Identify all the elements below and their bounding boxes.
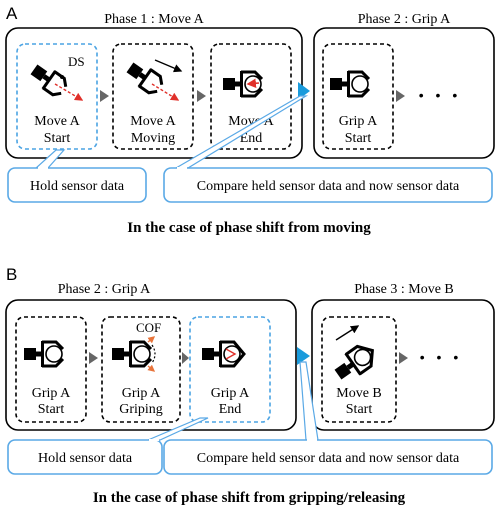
caption-a: In the case of phase shift from moving (127, 220, 371, 236)
step-label: Start (44, 131, 71, 146)
step-move-b-start-box (321, 316, 397, 423)
step-label: Start (38, 402, 65, 417)
chevron-right-icon (89, 352, 98, 364)
callout-hold-text: Hold sensor data (30, 179, 125, 194)
gripper-with-object-icon (112, 336, 156, 372)
step-label: Grip A (211, 386, 250, 401)
step-label: Grip A (122, 386, 161, 401)
step-label: Start (345, 131, 372, 146)
step-move-a-moving-box (112, 43, 194, 150)
callout-pointer (147, 417, 209, 441)
step-label: Start (346, 402, 373, 417)
step-label: Moving (131, 131, 175, 146)
ds-label: DS (68, 54, 85, 69)
ellipsis: • • • (420, 349, 462, 365)
phase-2-title: Phase 2 : Grip A (58, 282, 151, 297)
step-label: End (219, 402, 242, 417)
gripper-with-object-icon (330, 70, 371, 98)
panel-b: B Phase 2 : Grip A Phase 3 : Move B (5, 265, 495, 506)
callout-compare-text: Compare held sensor data and now sensor … (197, 179, 460, 194)
phase-shift-arrow-icon (297, 347, 310, 365)
step-label: Move A (34, 114, 80, 129)
gripper-icon (30, 64, 68, 97)
chevron-right-icon (182, 352, 189, 364)
callout-pointer (299, 361, 319, 441)
chevron-right-icon (399, 352, 408, 364)
chevron-right-icon (396, 90, 405, 102)
step-label: Move B (336, 386, 382, 401)
displacement-arrow-icon (54, 83, 84, 101)
gripper-with-object-icon (334, 344, 374, 380)
callout-compare-sensor-data (163, 167, 493, 203)
callout-hold-sensor-data (7, 439, 163, 475)
gripper-with-object-icon (223, 70, 264, 98)
step-label: Grip A (32, 386, 71, 401)
phase-1-title: Phase 1 : Move A (104, 12, 204, 27)
step-move-a-start-box (16, 43, 98, 150)
callout-compare-sensor-data (163, 439, 493, 475)
step-move-a-end-box (210, 43, 292, 150)
callout-pointer (34, 149, 66, 169)
caption-b: In the case of phase shift from gripping… (93, 490, 406, 506)
step-label: Griping (119, 402, 163, 417)
callout-compare-text: Compare held sensor data and now sensor … (197, 451, 460, 466)
callout-hold-text: Hold sensor data (38, 451, 133, 466)
phase-2-box (5, 299, 297, 431)
displacement-arrow-icon (151, 83, 180, 101)
step-label: Grip A (339, 114, 378, 129)
phase-2-box (313, 27, 495, 159)
gripper-with-object-icon (24, 340, 65, 368)
motion-arrow-icon (154, 59, 183, 73)
cof-label: COF (136, 320, 161, 335)
panel-b-letter: B (6, 265, 17, 284)
motion-arrow-icon (335, 325, 360, 341)
panel-a: A Phase 1 : Move A Phase 2 : Grip A DS (5, 4, 495, 236)
gripper-closed-icon (202, 340, 246, 368)
phase-2-title: Phase 2 : Grip A (358, 12, 451, 27)
chevron-right-icon (197, 90, 206, 102)
step-grip-a-end-box (189, 316, 271, 423)
ellipsis: • • • (419, 87, 461, 103)
callout-hold-sensor-data (7, 167, 147, 203)
step-grip-a-griping-box (101, 316, 181, 423)
step-label: Move A (130, 114, 176, 129)
step-label: End (240, 131, 263, 146)
phase-3-title: Phase 3 : Move B (354, 282, 454, 297)
chevron-right-icon (100, 90, 109, 102)
phase-3-box (311, 299, 495, 431)
ds-point-icon (60, 75, 64, 79)
panel-a-letter: A (6, 4, 18, 23)
gripper-icon (126, 62, 164, 95)
